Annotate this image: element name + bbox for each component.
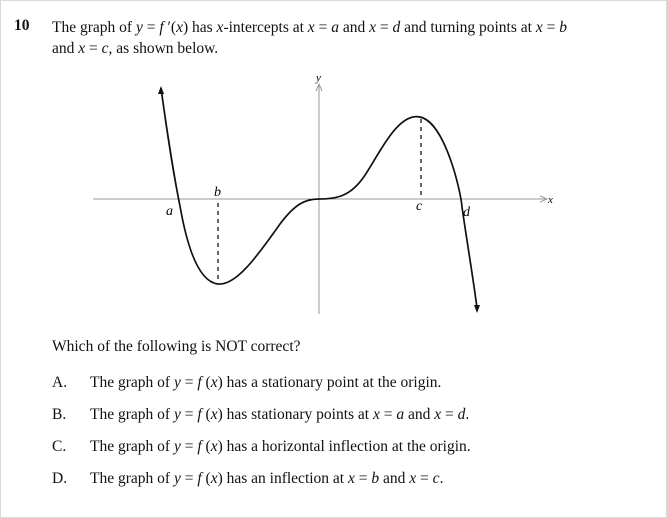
text-segment: ) has a stationary point at the origin.	[217, 374, 442, 391]
math-variable: x	[210, 438, 218, 455]
math-variable: y	[173, 406, 181, 423]
math-variable: x	[210, 374, 218, 391]
math-variable: x	[210, 470, 218, 487]
text-segment: (	[201, 470, 211, 487]
math-variable: x	[372, 406, 380, 423]
text-segment: The graph of	[90, 470, 174, 487]
math-variable: x	[348, 470, 355, 487]
option-d[interactable]: D.The graph of y = f (x) has an inflecti…	[52, 470, 443, 488]
x-axis-arrow	[539, 195, 549, 203]
text-segment: and	[379, 470, 410, 487]
option-text: The graph of y = f (x) has a stationary …	[90, 374, 441, 391]
option-text: The graph of y = f (x) has an inflection…	[90, 470, 443, 487]
text-segment: The graph of	[90, 406, 174, 423]
label-c: c	[416, 199, 423, 214]
text-segment: , as shown below.	[108, 40, 219, 57]
option-a[interactable]: A. The graph of y = f (x) has a stationar…	[52, 374, 441, 392]
option-text: The graph of y = f (x) has stationary po…	[90, 406, 469, 423]
math-variable: y	[173, 374, 181, 391]
text-segment: and	[338, 19, 370, 36]
text-segment: =	[180, 406, 198, 423]
math-variable: x	[78, 40, 86, 57]
math-variable: f	[197, 406, 202, 423]
text-segment: =	[314, 19, 332, 36]
text-segment: and	[52, 40, 79, 57]
stem-line-1: The graph of y = f ′(x) has x-intercepts…	[52, 17, 632, 38]
question-stem: The graph of y = f ′(x) has x-intercepts…	[52, 17, 632, 59]
y-axis-label: y	[315, 72, 321, 84]
text-segment: ) has	[182, 19, 217, 36]
option-letter: B.	[52, 406, 67, 423]
text-segment: =	[542, 19, 560, 36]
math-variable: f	[159, 19, 164, 36]
derivative-curve	[160, 87, 478, 309]
text-segment: ) has an inflection at	[217, 470, 348, 487]
label-a: a	[166, 204, 173, 219]
x-axis-label: x	[547, 194, 553, 206]
math-variable: c	[101, 40, 109, 57]
text-segment: (	[201, 438, 211, 455]
option-letter: C.	[52, 438, 67, 455]
text-segment: The graph of	[90, 374, 174, 391]
stem-line-2: and x = c, as shown below.	[52, 38, 632, 59]
question-number: 10	[14, 17, 30, 34]
option-b[interactable]: B.The graph of y = f (x) has stationary …	[52, 406, 469, 424]
text-segment: =	[180, 438, 198, 455]
math-variable: a	[331, 19, 339, 36]
text-segment: =	[416, 470, 433, 487]
text-segment: .	[465, 406, 470, 423]
text-segment: =	[375, 19, 393, 36]
text-segment: The graph of	[52, 19, 136, 36]
label-b: b	[214, 185, 221, 200]
math-variable: f	[197, 470, 202, 487]
math-variable: c	[432, 470, 440, 487]
math-variable: d	[457, 406, 466, 423]
math-variable: x	[369, 19, 376, 36]
text-segment: ) has a horizontal inflection at the ori…	[217, 438, 471, 455]
math-variable: b	[371, 470, 380, 487]
math-variable: y	[173, 438, 181, 455]
text-segment: -intercepts at	[223, 19, 308, 36]
curve-arrow-top	[158, 86, 164, 94]
text-segment: ′(	[163, 19, 177, 36]
math-variable: x	[434, 406, 442, 423]
math-variable: b	[559, 19, 567, 36]
text-segment: =	[180, 374, 198, 391]
option-c[interactable]: C. The graph of y = f (x) has a horizonta…	[52, 438, 471, 456]
text-segment: =	[180, 470, 198, 487]
math-variable: x	[307, 19, 315, 36]
text-segment: ) has stationary points at	[217, 406, 373, 423]
math-variable: x	[535, 19, 543, 36]
text-segment: and turning points at	[400, 19, 536, 36]
label-d: d	[463, 205, 471, 220]
math-variable: x	[409, 470, 417, 487]
derivative-graph: x y a b c d	[93, 72, 553, 314]
math-variable: f	[197, 374, 202, 391]
math-variable: d	[392, 19, 401, 36]
math-variable: a	[396, 406, 405, 423]
text-segment: =	[441, 406, 458, 423]
option-text: The graph of y = f (x) has a horizontal …	[90, 438, 471, 455]
math-variable: y	[173, 470, 181, 487]
text-segment: (	[201, 406, 211, 423]
text-segment: and	[404, 406, 435, 423]
math-variable: f	[197, 438, 202, 455]
text-segment: =	[142, 19, 160, 36]
text-segment: =	[354, 470, 372, 487]
question-prompt: Which of the following is NOT correct?	[52, 338, 301, 355]
text-segment: =	[379, 406, 397, 423]
math-variable: x	[176, 19, 183, 36]
math-variable: x	[210, 406, 218, 423]
math-variable: y	[135, 19, 143, 36]
y-axis-arrow	[315, 82, 323, 92]
curve-arrow-bottom	[474, 305, 480, 313]
text-segment: .	[439, 470, 444, 487]
text-segment: (	[201, 374, 211, 391]
text-segment: The graph of	[90, 438, 174, 455]
math-variable: x	[216, 19, 224, 36]
option-letter: A.	[52, 374, 68, 391]
text-segment: =	[85, 40, 102, 57]
option-letter: D.	[52, 470, 68, 487]
